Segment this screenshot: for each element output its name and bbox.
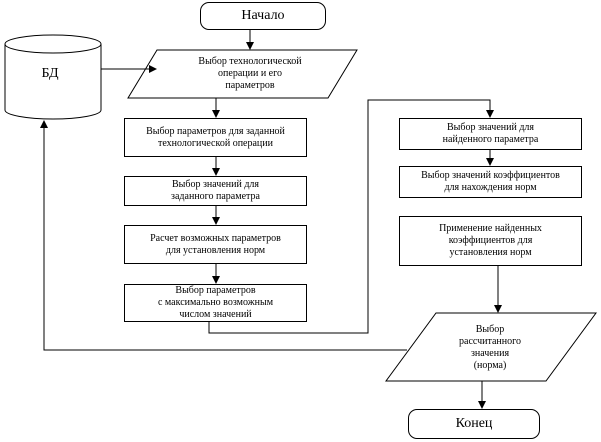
result-line-4: (норма) — [473, 360, 507, 371]
select-coefficients-box: Выбор значений коэффициентов для нахожде… — [399, 166, 582, 198]
result-line-3: значения — [470, 348, 510, 359]
arrow-maxparams-to-found-values — [208, 99, 494, 334]
start-terminal: Начало — [200, 2, 326, 30]
apply-coefficients-box: Применение найденных коэффициентов для у… — [399, 216, 582, 266]
operation-select-shape — [127, 49, 358, 99]
result-line-1: Выбор — [475, 324, 505, 335]
calc-possible-params-box: Расчет возможных параметров для установл… — [124, 225, 307, 264]
result-select-shape — [385, 312, 597, 382]
end-label: Конец — [455, 416, 493, 431]
arrow-result-to-db — [40, 120, 407, 351]
result-select-text: Выбор рассчитанного значения (норма) — [430, 318, 550, 378]
operation-select-line-3: параметров — [225, 80, 275, 91]
start-label: Начало — [241, 8, 285, 23]
select-param-values-box: Выбор значений для заданного параметра — [124, 176, 307, 206]
select-max-params-box: Выбор параметров с максимально возможным… — [124, 284, 307, 322]
select-operation-params-box: Выбор параметров для заданной технологич… — [124, 118, 307, 157]
select-found-param-values-box: Выбор значений для найденного параметра — [399, 118, 582, 150]
end-terminal: Конец — [408, 409, 540, 439]
operation-select-line-2: операции и его — [218, 68, 282, 79]
operation-select-line-1: Выбор технологической — [198, 56, 302, 67]
database-label: БД — [41, 66, 59, 81]
database-cylinder-shape — [4, 34, 102, 120]
result-line-2: рассчитанного — [459, 336, 521, 347]
operation-select-text: Выбор технологической операции и его пар… — [160, 52, 340, 96]
